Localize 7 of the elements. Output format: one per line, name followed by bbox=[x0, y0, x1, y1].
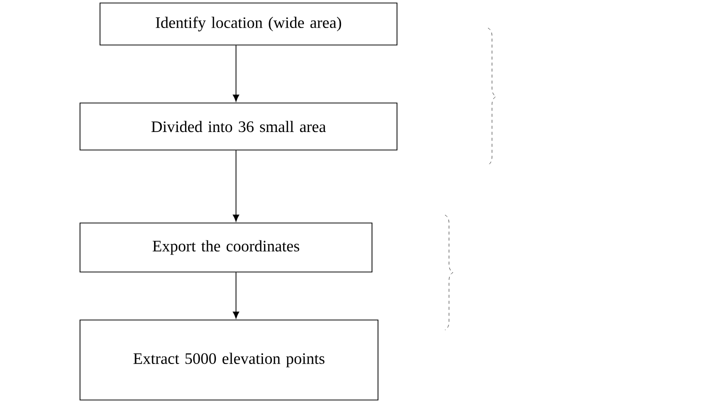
arrow bbox=[232, 45, 240, 102]
process-box: Extract 5000 elevation points bbox=[80, 320, 378, 400]
arrow bbox=[232, 272, 240, 319]
process-box: Identify location (wide area) bbox=[100, 2, 398, 46]
process-box: Divided into 36 small area bbox=[80, 102, 398, 150]
arrow bbox=[232, 150, 240, 222]
process-box: Export the coordinates bbox=[80, 222, 372, 272]
